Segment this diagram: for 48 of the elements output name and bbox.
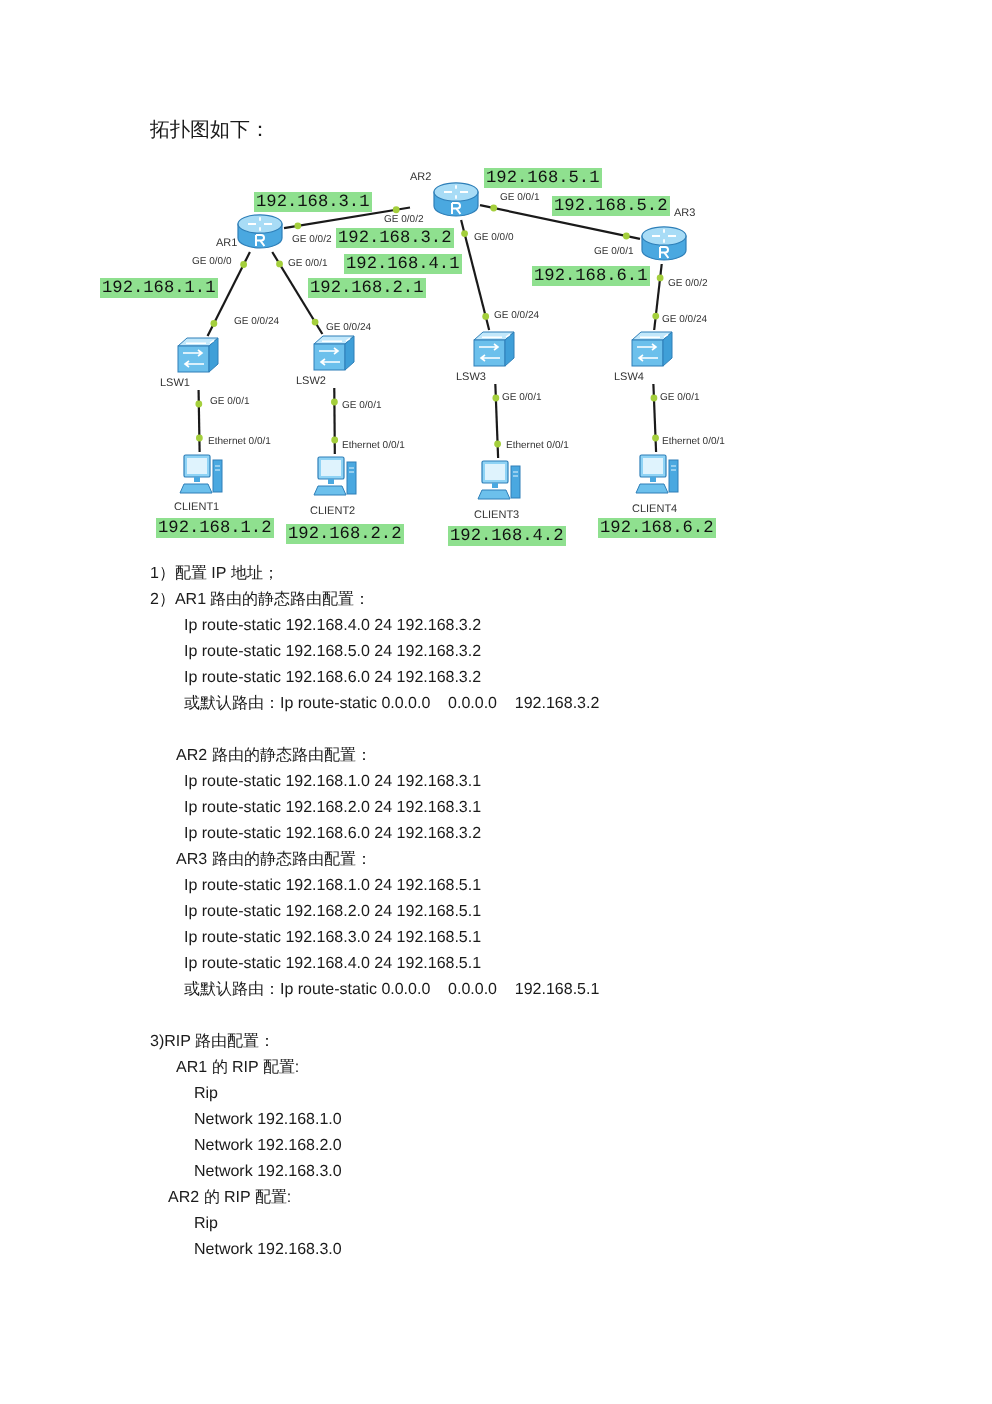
step-heading: AR3 路由的静态路由配置： xyxy=(176,850,372,870)
ip-label: 192.168.3.2 xyxy=(336,228,454,248)
link-line xyxy=(494,383,500,459)
command-line: Ip route-static 192.168.1.0 24 192.168.5.1 xyxy=(184,876,482,896)
ip-label: 192.168.6.2 xyxy=(598,518,716,538)
command-line: Ip route-static 192.168.4.0 24 192.168.3.2 xyxy=(184,616,482,636)
link-line xyxy=(283,206,411,230)
command-line: Network 192.168.3.0 xyxy=(194,1240,342,1260)
command-line: Ip route-static 192.168.1.0 24 192.168.3.1 xyxy=(184,772,482,792)
step-heading: 3)RIP 路由配置： xyxy=(150,1032,276,1052)
ip-label: 192.168.2.1 xyxy=(308,278,426,298)
command-line: Network 192.168.2.0 xyxy=(194,1136,342,1156)
command-line: Ip route-static 192.168.6.0 24 192.168.3.2 xyxy=(184,668,482,688)
step-heading: 2）AR1 路由的静态路由配置： xyxy=(150,590,371,610)
command-line: Rip xyxy=(194,1084,219,1104)
link-line xyxy=(333,388,336,454)
link-line xyxy=(460,219,491,331)
link-line xyxy=(197,390,201,452)
command-line: Network 192.168.1.0 xyxy=(194,1110,342,1130)
ip-label: 192.168.3.1 xyxy=(254,192,372,212)
link-line xyxy=(653,263,663,331)
step-heading: AR1 的 RIP 配置: xyxy=(176,1058,300,1078)
ip-label: 192.168.5.1 xyxy=(484,168,602,188)
heading: 拓扑图如下： xyxy=(150,120,270,144)
command-line: 或默认路由：Ip route-static 0.0.0.0 0.0.0.0 192.168.3.2 xyxy=(184,694,600,714)
ip-label: 192.168.1.1 xyxy=(100,278,218,298)
command-line: Ip route-static 192.168.5.0 24 192.168.3.2 xyxy=(184,642,482,662)
command-line: Ip route-static 192.168.2.0 24 192.168.3.1 xyxy=(184,798,482,818)
command-line: Ip route-static 192.168.6.0 24 192.168.3.2 xyxy=(184,824,482,844)
ip-label: 192.168.6.1 xyxy=(532,266,650,286)
command-line: Ip route-static 192.168.3.0 24 192.168.5.1 xyxy=(184,928,482,948)
step-heading: AR2 的 RIP 配置: xyxy=(168,1188,292,1208)
ip-label: 192.168.4.2 xyxy=(448,526,566,546)
link-line xyxy=(652,383,658,453)
link-line xyxy=(271,251,324,335)
step-heading: 1）配置 IP 地址； xyxy=(150,564,279,584)
command-line: 或默认路由：Ip route-static 0.0.0.0 0.0.0.0 192.168.5.1 xyxy=(184,980,600,1000)
step-heading: AR2 路由的静态路由配置： xyxy=(176,746,372,766)
ip-label: 192.168.1.2 xyxy=(156,518,274,538)
command-line: Network 192.168.3.0 xyxy=(194,1162,342,1182)
link-line xyxy=(206,251,251,337)
command-line: Ip route-static 192.168.2.0 24 192.168.5.1 xyxy=(184,902,482,922)
command-line: Ip route-static 192.168.4.0 24 192.168.5.1 xyxy=(184,954,482,974)
ip-label: 192.168.2.2 xyxy=(286,524,404,544)
link-line xyxy=(479,204,641,240)
ip-label: 192.168.5.2 xyxy=(552,196,670,216)
command-line: Rip xyxy=(194,1214,219,1234)
ip-label: 192.168.4.1 xyxy=(344,254,462,274)
